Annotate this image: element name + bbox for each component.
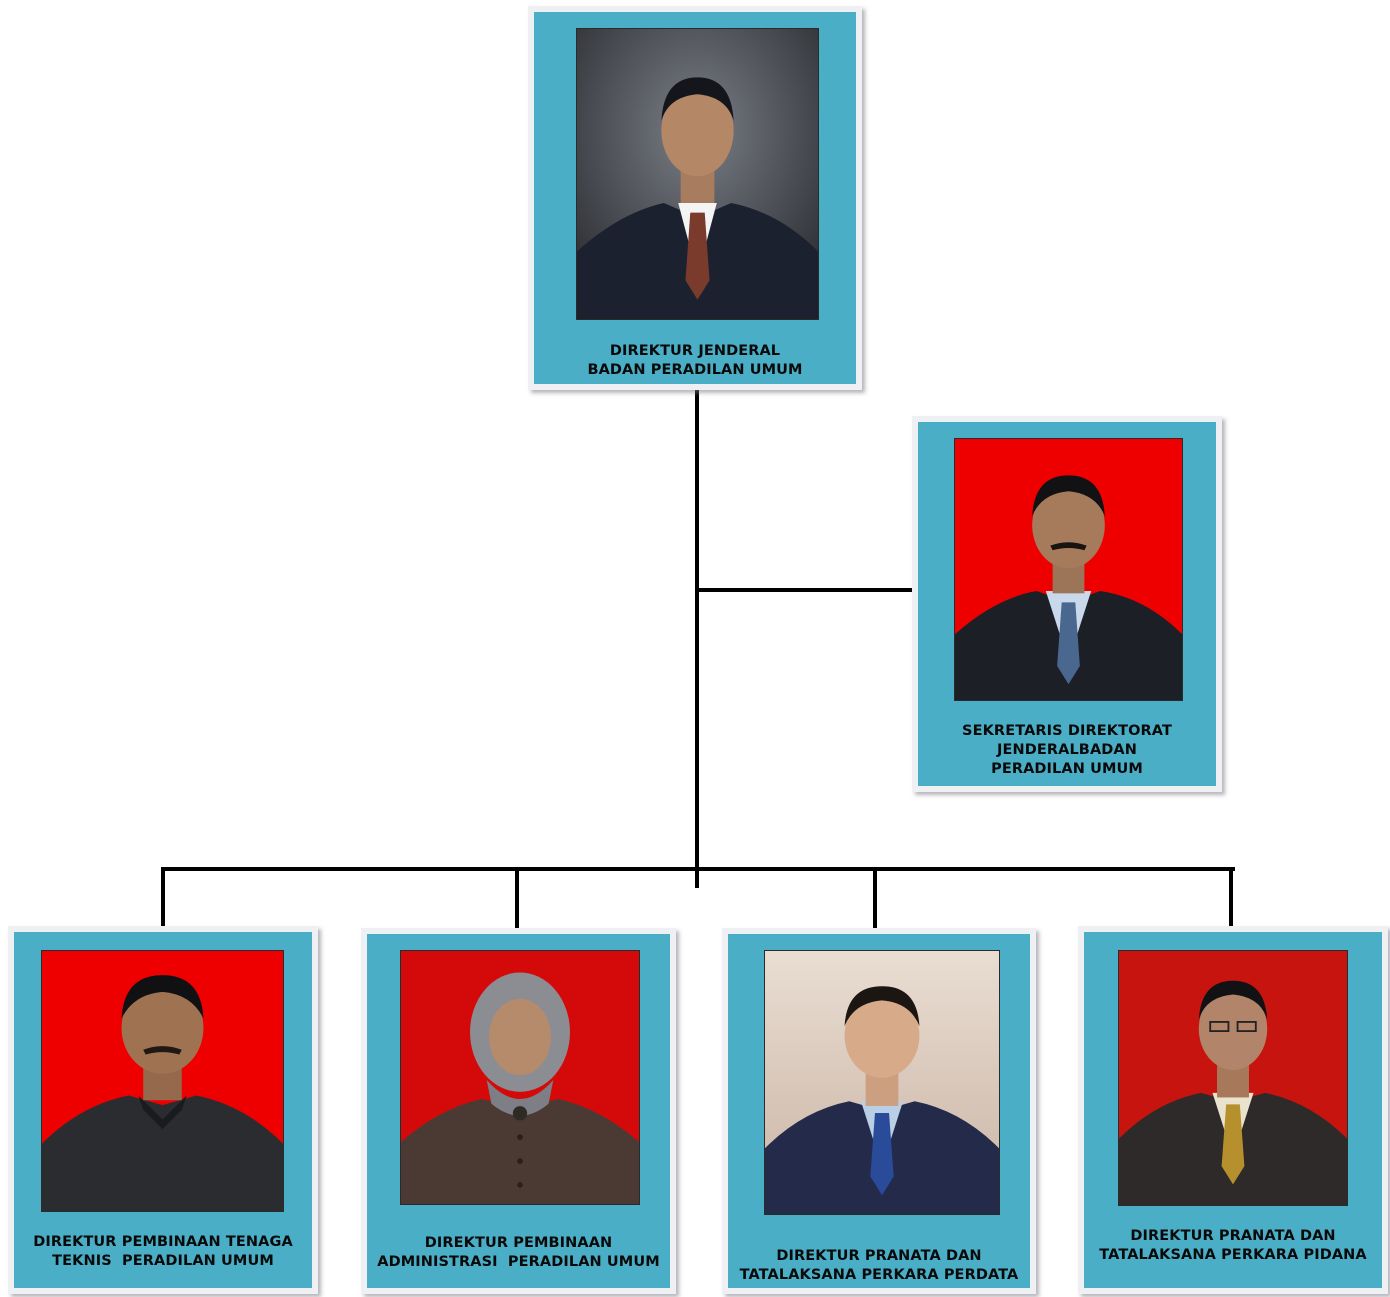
- node-title: DIREKTUR PEMBINAAN ADMINISTRASI PERADILA…: [367, 1234, 670, 1272]
- node-director-general[interactable]: DIREKTUR JENDERAL BADAN PERADILAN UMUM: [528, 6, 862, 390]
- node-dir-technical[interactable]: DIREKTUR PEMBINAAN TENAGA TEKNIS PERADIL…: [8, 926, 318, 1294]
- node-title: DIREKTUR PRANATA DAN TATALAKSANA PERKARA…: [728, 1247, 1030, 1285]
- connector-trunk: [695, 380, 699, 888]
- title-line-1: DIREKTUR PRANATA DAN: [1130, 1228, 1336, 1244]
- node-dir-admin[interactable]: DIREKTUR PEMBINAAN ADMINISTRASI PERADILA…: [361, 928, 676, 1294]
- title-line-1: SEKRETARIS DIREKTORAT: [962, 723, 1172, 739]
- title-line-3: PERADILAN UMUM: [991, 761, 1143, 777]
- title-line-2: TEKNIS PERADILAN UMUM: [52, 1253, 274, 1269]
- title-line-1: DIREKTUR PEMBINAAN: [424, 1235, 613, 1251]
- title-line-1: DIREKTUR JENDERAL: [609, 343, 781, 359]
- node-secretary[interactable]: SEKRETARIS DIREKTORAT JENDERALBADAN PERA…: [912, 416, 1222, 792]
- connector-secretary: [695, 588, 915, 592]
- portrait-photo-icon: [41, 950, 284, 1212]
- portrait-photo-icon: [1118, 950, 1348, 1206]
- node-title: SEKRETARIS DIREKTORAT JENDERALBADAN PERA…: [918, 722, 1216, 779]
- node-dir-criminal[interactable]: DIREKTUR PRANATA DAN TATALAKSANA PERKARA…: [1078, 926, 1388, 1294]
- connector-drop-4: [1229, 867, 1233, 931]
- title-line-2: BADAN PERADILAN UMUM: [587, 362, 803, 378]
- title-line-2: JENDERALBADAN: [997, 742, 1137, 758]
- connector-drop-2: [515, 867, 519, 931]
- node-dir-civil[interactable]: DIREKTUR PRANATA DAN TATALAKSANA PERKARA…: [722, 928, 1036, 1294]
- connector-drop-1: [161, 867, 165, 931]
- portrait-photo-icon: [764, 950, 1000, 1215]
- title-line-2: ADMINISTRASI PERADILAN UMUM: [377, 1254, 660, 1270]
- connector-drop-3: [873, 867, 877, 931]
- node-title: DIREKTUR PRANATA DAN TATALAKSANA PERKARA…: [1084, 1227, 1382, 1265]
- node-title: DIREKTUR PEMBINAAN TENAGA TEKNIS PERADIL…: [14, 1233, 312, 1271]
- title-line-2: TATALAKSANA PERKARA PIDANA: [1099, 1247, 1367, 1263]
- node-title: DIREKTUR JENDERAL BADAN PERADILAN UMUM: [534, 342, 856, 380]
- title-line-2: TATALAKSANA PERKARA PERDATA: [739, 1267, 1019, 1283]
- portrait-photo-icon: [576, 28, 819, 320]
- title-line-1: DIREKTUR PEMBINAAN TENAGA: [33, 1234, 293, 1250]
- portrait-photo-icon: [400, 950, 640, 1205]
- portrait-photo-icon: [954, 438, 1183, 701]
- connector-horizontal-bus: [161, 867, 1235, 871]
- title-line-1: DIREKTUR PRANATA DAN: [776, 1248, 982, 1264]
